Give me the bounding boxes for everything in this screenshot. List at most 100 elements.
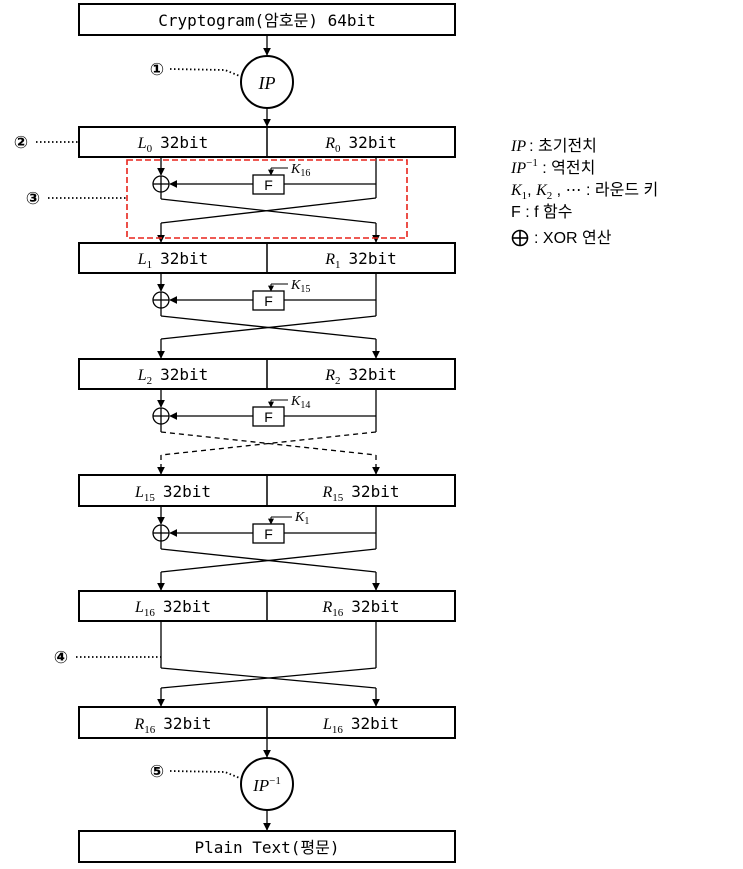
key-sym: K [294, 510, 305, 525]
row5-left-sym: R [134, 716, 145, 733]
f-label: F [264, 526, 273, 542]
row5-right-sub: 16 [332, 724, 344, 736]
plaintext-box: Plain Text(평문) [78, 830, 456, 863]
round-k14: F K14 [152, 389, 380, 475]
row4-left-sub: 16 [144, 607, 156, 619]
row0-right-bits: 32bit [349, 133, 397, 152]
key-sub: 15 [300, 284, 310, 295]
legend-ip-desc: : 초기전치 [529, 137, 597, 155]
ip-label: IP [258, 73, 276, 93]
row2-right-sym: R [324, 367, 335, 384]
legend-k1: K [510, 182, 523, 199]
row5-left-bits: 32bit [163, 714, 211, 733]
marker-5-label: ⑤ [150, 762, 164, 781]
round-k1: F K1 [152, 506, 380, 591]
legend-k2: K [535, 182, 548, 199]
svg-text:K15: K15 [290, 278, 310, 295]
final-swap [157, 621, 380, 707]
row0-left-bits: 32bit [160, 133, 208, 152]
legend: IP: 초기전치 IP−1 : 역전치 K1, K2 , ⋯ : 라운드 키 F… [510, 137, 658, 247]
marker-1-label: ① [150, 60, 164, 79]
key-sym: K [290, 278, 301, 293]
marker-3-label: ③ [26, 189, 40, 208]
legend-keys-sep: , [527, 182, 536, 199]
row2-left-sym: L [137, 367, 147, 384]
row0-right-sym: R [324, 135, 335, 152]
row0-left-sub: 0 [147, 143, 153, 155]
row5-right-bits: 32bit [351, 714, 399, 733]
row3-right-sym: R [322, 484, 333, 501]
f-label: F [264, 177, 273, 193]
legend-keys: K1, K2 , ⋯ : 라운드 키 [510, 181, 658, 202]
legend-ipinv: IP−1 : 역전치 [510, 157, 595, 177]
legend-f: F : f 함수 [511, 203, 572, 221]
row1-right-bits: 32bit [349, 249, 397, 268]
legend-ip: IP: 초기전치 [510, 137, 597, 155]
cryptogram-box: Cryptogram(암호문) 64bit [78, 3, 456, 36]
row1-left-bits: 32bit [160, 249, 208, 268]
marker-5: ⑤ [150, 762, 243, 781]
legend-ipinv-sup: −1 [526, 157, 538, 169]
ipinv-circle: IP−1 [240, 757, 294, 811]
key-sub: 16 [300, 168, 310, 179]
row4-right-sym: R [322, 599, 333, 616]
xor-icon [152, 407, 170, 425]
row0-right-sub: 0 [335, 143, 341, 155]
key-sym: K [290, 162, 301, 177]
row5-left-sub: 16 [144, 724, 156, 736]
marker-3: ③ [26, 189, 126, 208]
row1-right-sym: R [324, 251, 335, 268]
marker-1: ① [150, 60, 243, 79]
xor-icon [152, 524, 170, 542]
key-sub: 1 [304, 516, 309, 527]
row2-right-sub: 2 [335, 375, 341, 387]
f-label: F [264, 293, 273, 309]
legend-k2-sub: 2 [547, 190, 553, 202]
row4-left-sym: L [134, 599, 144, 616]
row5-right-sym: L [322, 716, 332, 733]
ipinv-sup: −1 [269, 775, 281, 787]
svg-text:K14: K14 [290, 394, 310, 411]
key-sub: 14 [300, 400, 310, 411]
ipinv-label: IP [252, 776, 269, 795]
xor-icon [152, 291, 170, 309]
row3-left-bits: 32bit [163, 482, 211, 501]
row4-left-bits: 32bit [163, 597, 211, 616]
row0-left-sym: L [137, 135, 147, 152]
xor-icon [511, 229, 529, 247]
row4-right-sub: 16 [332, 607, 344, 619]
round-k16: F K16 [152, 157, 380, 243]
xor-icon [152, 175, 170, 193]
row1-left-sym: L [137, 251, 147, 268]
marker-4: ④ [54, 648, 161, 667]
svg-text:K1: K1 [294, 510, 309, 527]
legend-ipinv-sym: IP [510, 160, 526, 177]
round-k15: F K15 [152, 273, 380, 359]
row2-right-bits: 32bit [349, 365, 397, 384]
row1-left-sub: 1 [147, 259, 153, 271]
legend-keys-desc: , ⋯ : 라운드 키 [552, 181, 658, 199]
key-sym: K [290, 394, 301, 409]
marker-2: ② [14, 133, 79, 152]
legend-ip-sym: IP [510, 138, 526, 155]
marker-4-label: ④ [54, 648, 68, 667]
cryptogram-label: Cryptogram(암호문) 64bit [158, 11, 376, 30]
single-round-highlight [126, 159, 408, 239]
